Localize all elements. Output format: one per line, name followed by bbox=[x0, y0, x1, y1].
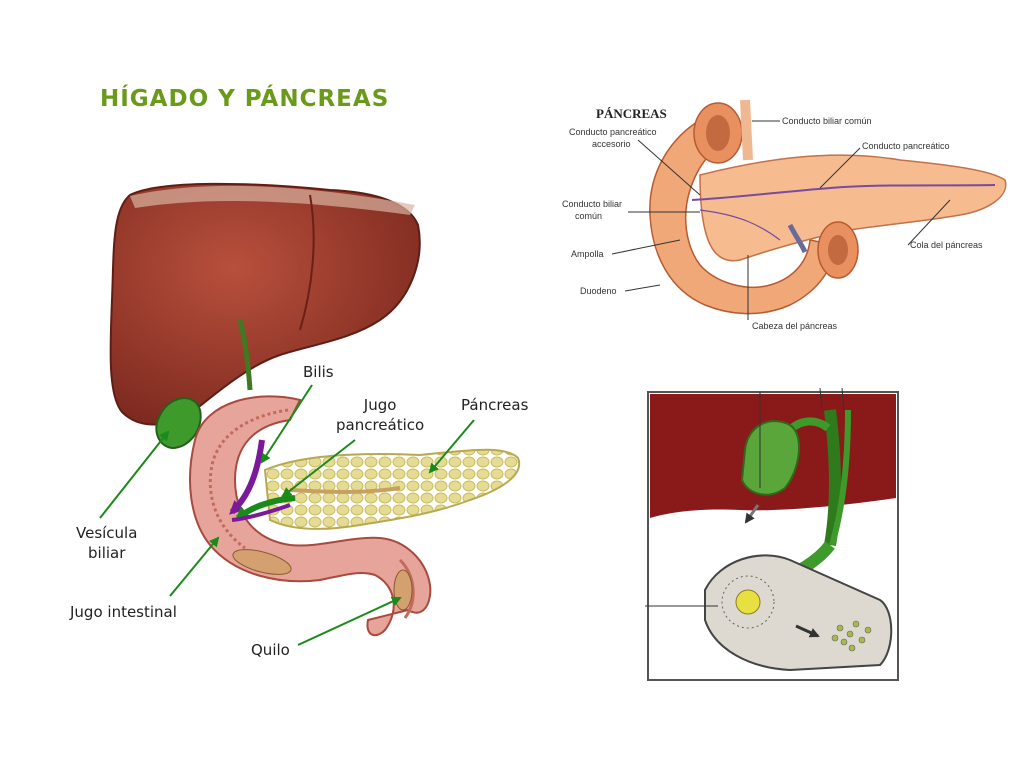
pancreatic-flow-arrow bbox=[234, 495, 296, 521]
label-pancreas: Páncreas bbox=[461, 396, 529, 414]
label-conducto-pancreatico-accesorio-2: accesorio bbox=[592, 139, 631, 149]
pointer-pancreas bbox=[428, 419, 475, 474]
label-vesicula-line2: biliar bbox=[88, 544, 126, 562]
label-conducto-pancreatico: Conducto pancreático bbox=[862, 141, 950, 151]
pointer-bilis bbox=[260, 384, 313, 464]
label-conducto-biliar-comun-top: Conducto biliar común bbox=[782, 116, 872, 126]
label-jugo-pancreatico: Jugo pancreático bbox=[336, 395, 424, 435]
label-conducto-biliar-comun-left-2: común bbox=[575, 211, 602, 221]
label-jugo-pancreatico-line2: pancreático bbox=[336, 416, 425, 434]
label-vesicula-biliar: Vesícula biliar bbox=[76, 523, 137, 563]
liver-illustration bbox=[109, 182, 421, 450]
bile-flow-diagram bbox=[645, 387, 899, 681]
page-title: HÍGADO Y PÁNCREAS bbox=[100, 86, 390, 112]
label-cola-del-pancreas: Cola del páncreas bbox=[910, 240, 983, 250]
liver bbox=[109, 182, 421, 426]
pancreas-detail-title: PÁNCREAS bbox=[596, 106, 667, 121]
label-cabeza-del-pancreas: Cabeza del páncreas bbox=[752, 321, 838, 331]
label-jugo-pancreatico-line1: Jugo bbox=[363, 396, 397, 414]
pancreas-detail-diagram: PÁNCREAS Conducto pancreático accesorio … bbox=[562, 99, 1007, 331]
diagram-gallbladder bbox=[740, 420, 801, 496]
label-ampolla: Ampolla bbox=[571, 249, 604, 259]
pancreas-illustration bbox=[263, 448, 521, 530]
label-conducto-biliar-comun-left-1: Conducto biliar bbox=[562, 199, 622, 209]
pointer-vesicula bbox=[99, 430, 170, 519]
label-conducto-pancreatico-accesorio-1: Conducto pancreático bbox=[569, 127, 657, 137]
label-vesicula-line1: Vesícula bbox=[76, 524, 138, 542]
label-bilis: Bilis bbox=[303, 363, 334, 381]
label-quilo: Quilo bbox=[251, 641, 290, 659]
label-duodeno: Duodeno bbox=[580, 286, 617, 296]
pointer-jugo-intestinal bbox=[169, 536, 220, 597]
pointer-quilo bbox=[297, 596, 402, 646]
pointer-jugo-pancreatico bbox=[281, 439, 356, 498]
label-jugo-intestinal: Jugo intestinal bbox=[70, 603, 177, 621]
